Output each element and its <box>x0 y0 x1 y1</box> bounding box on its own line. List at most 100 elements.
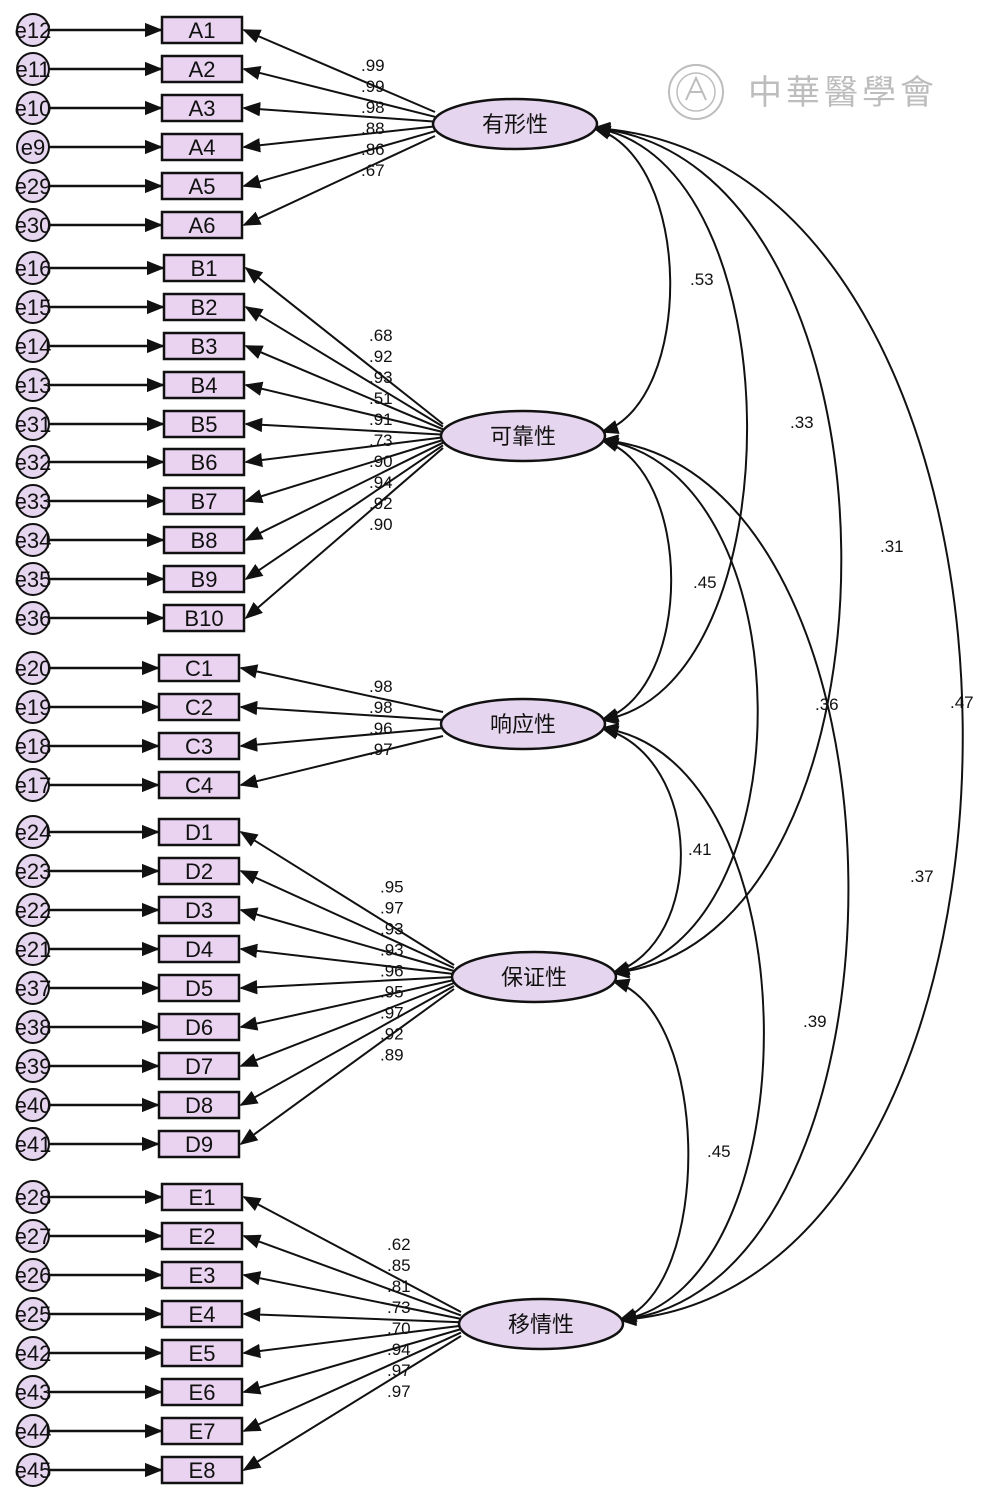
indicator-label: B5 <box>191 412 218 437</box>
loading-arrow <box>244 439 444 504</box>
error-label: e33 <box>15 489 52 514</box>
indicator-label: B1 <box>191 256 218 281</box>
error-label: e39 <box>15 1054 52 1079</box>
indicator-box <box>157 692 241 722</box>
loading-arrow <box>244 417 444 436</box>
indicator-box <box>160 1338 244 1368</box>
indicator-label: D1 <box>185 820 213 845</box>
indicator-label: B10 <box>184 606 223 631</box>
loading-arrow <box>239 907 455 972</box>
correlation-value: .45 <box>693 573 717 592</box>
loading-arrow <box>239 727 444 752</box>
correlation-value: .47 <box>950 693 974 712</box>
indicator-label: E8 <box>189 1458 216 1483</box>
loading-value: .96 <box>369 719 393 738</box>
indicator-label: B8 <box>191 528 218 553</box>
loading-arrow <box>239 700 444 721</box>
indicator-e8: e45 E8 <box>15 1453 244 1487</box>
indicator-label: A2 <box>189 57 216 82</box>
loading-arrow <box>239 735 444 789</box>
error-label: e26 <box>15 1263 52 1288</box>
loading-value: .91 <box>369 410 393 429</box>
factor-label: 移情性 <box>508 1313 574 1338</box>
indicator-label: A4 <box>189 135 216 160</box>
error-label: e23 <box>15 859 52 884</box>
error-label: e13 <box>15 373 52 398</box>
factor-ellipse <box>450 950 618 1004</box>
correlation-arc <box>600 438 673 722</box>
loading-arrow <box>244 441 444 541</box>
error-label: e45 <box>15 1458 52 1483</box>
indicator-label: E5 <box>189 1341 216 1366</box>
indicator-box <box>157 1012 241 1042</box>
correlation-arc <box>592 121 964 1327</box>
loading-arrow <box>242 1335 462 1471</box>
indicator-box <box>157 653 241 683</box>
indicator-box <box>162 564 246 594</box>
indicator-box <box>162 525 246 555</box>
loading-value: .68 <box>369 326 393 345</box>
indicator-label: A5 <box>189 174 216 199</box>
error-label: e24 <box>15 820 52 845</box>
error-label: e36 <box>15 606 52 631</box>
indicator-label: D6 <box>185 1015 213 1040</box>
indicator-box <box>157 895 241 925</box>
indicator-label: B2 <box>191 295 218 320</box>
error-label: e37 <box>15 976 52 1001</box>
indicator-box <box>157 1051 241 1081</box>
indicator-label: C4 <box>185 773 213 798</box>
error-label: e25 <box>15 1302 52 1327</box>
indicator-box <box>157 770 241 800</box>
loading-value: .95 <box>380 878 404 897</box>
indicator-b10: e36 B10 <box>15 601 246 635</box>
loading-value: .96 <box>380 962 404 981</box>
loading-arrow <box>242 1324 462 1359</box>
watermark-text: 中華醫學會 <box>748 73 938 113</box>
loading-arrow <box>239 976 455 995</box>
latent-factor-5: 移情性 <box>457 1297 625 1351</box>
correlation-value: .41 <box>688 840 712 859</box>
loading-value: .97 <box>387 1361 411 1380</box>
indicator-box <box>160 54 244 84</box>
error-label: e12 <box>15 18 52 43</box>
indicator-label: D5 <box>185 976 213 1001</box>
loading-arrow <box>244 447 444 620</box>
loading-arrow <box>242 1328 462 1395</box>
latent-factor-1: 有形性 <box>431 97 599 151</box>
loading-arrow <box>239 982 455 1067</box>
correlation-value: .53 <box>690 270 714 289</box>
loading-value: .94 <box>387 1340 411 1359</box>
indicator-box <box>160 1377 244 1407</box>
error-label: e42 <box>15 1341 52 1366</box>
loading-arrow <box>244 381 444 433</box>
error-label: e28 <box>15 1185 52 1210</box>
indicator-d1: e24 D1 <box>15 815 241 849</box>
latent-factor-2: 可靠性 <box>439 409 607 463</box>
indicator-label: B9 <box>191 567 218 592</box>
error-label: e32 <box>15 450 52 475</box>
correlation-arc <box>600 435 759 978</box>
indicator-label: E2 <box>189 1224 216 1249</box>
factor-ellipse <box>431 97 599 151</box>
indicator-box <box>162 331 246 361</box>
loading-value: .93 <box>369 368 393 387</box>
society-seal-icon <box>668 64 724 120</box>
loading-value: .94 <box>369 473 393 492</box>
factor-label: 可靠性 <box>490 425 556 450</box>
indicator-box <box>160 1455 244 1485</box>
indicator-label: C1 <box>185 656 213 681</box>
correlation-value: .39 <box>803 1012 827 1031</box>
